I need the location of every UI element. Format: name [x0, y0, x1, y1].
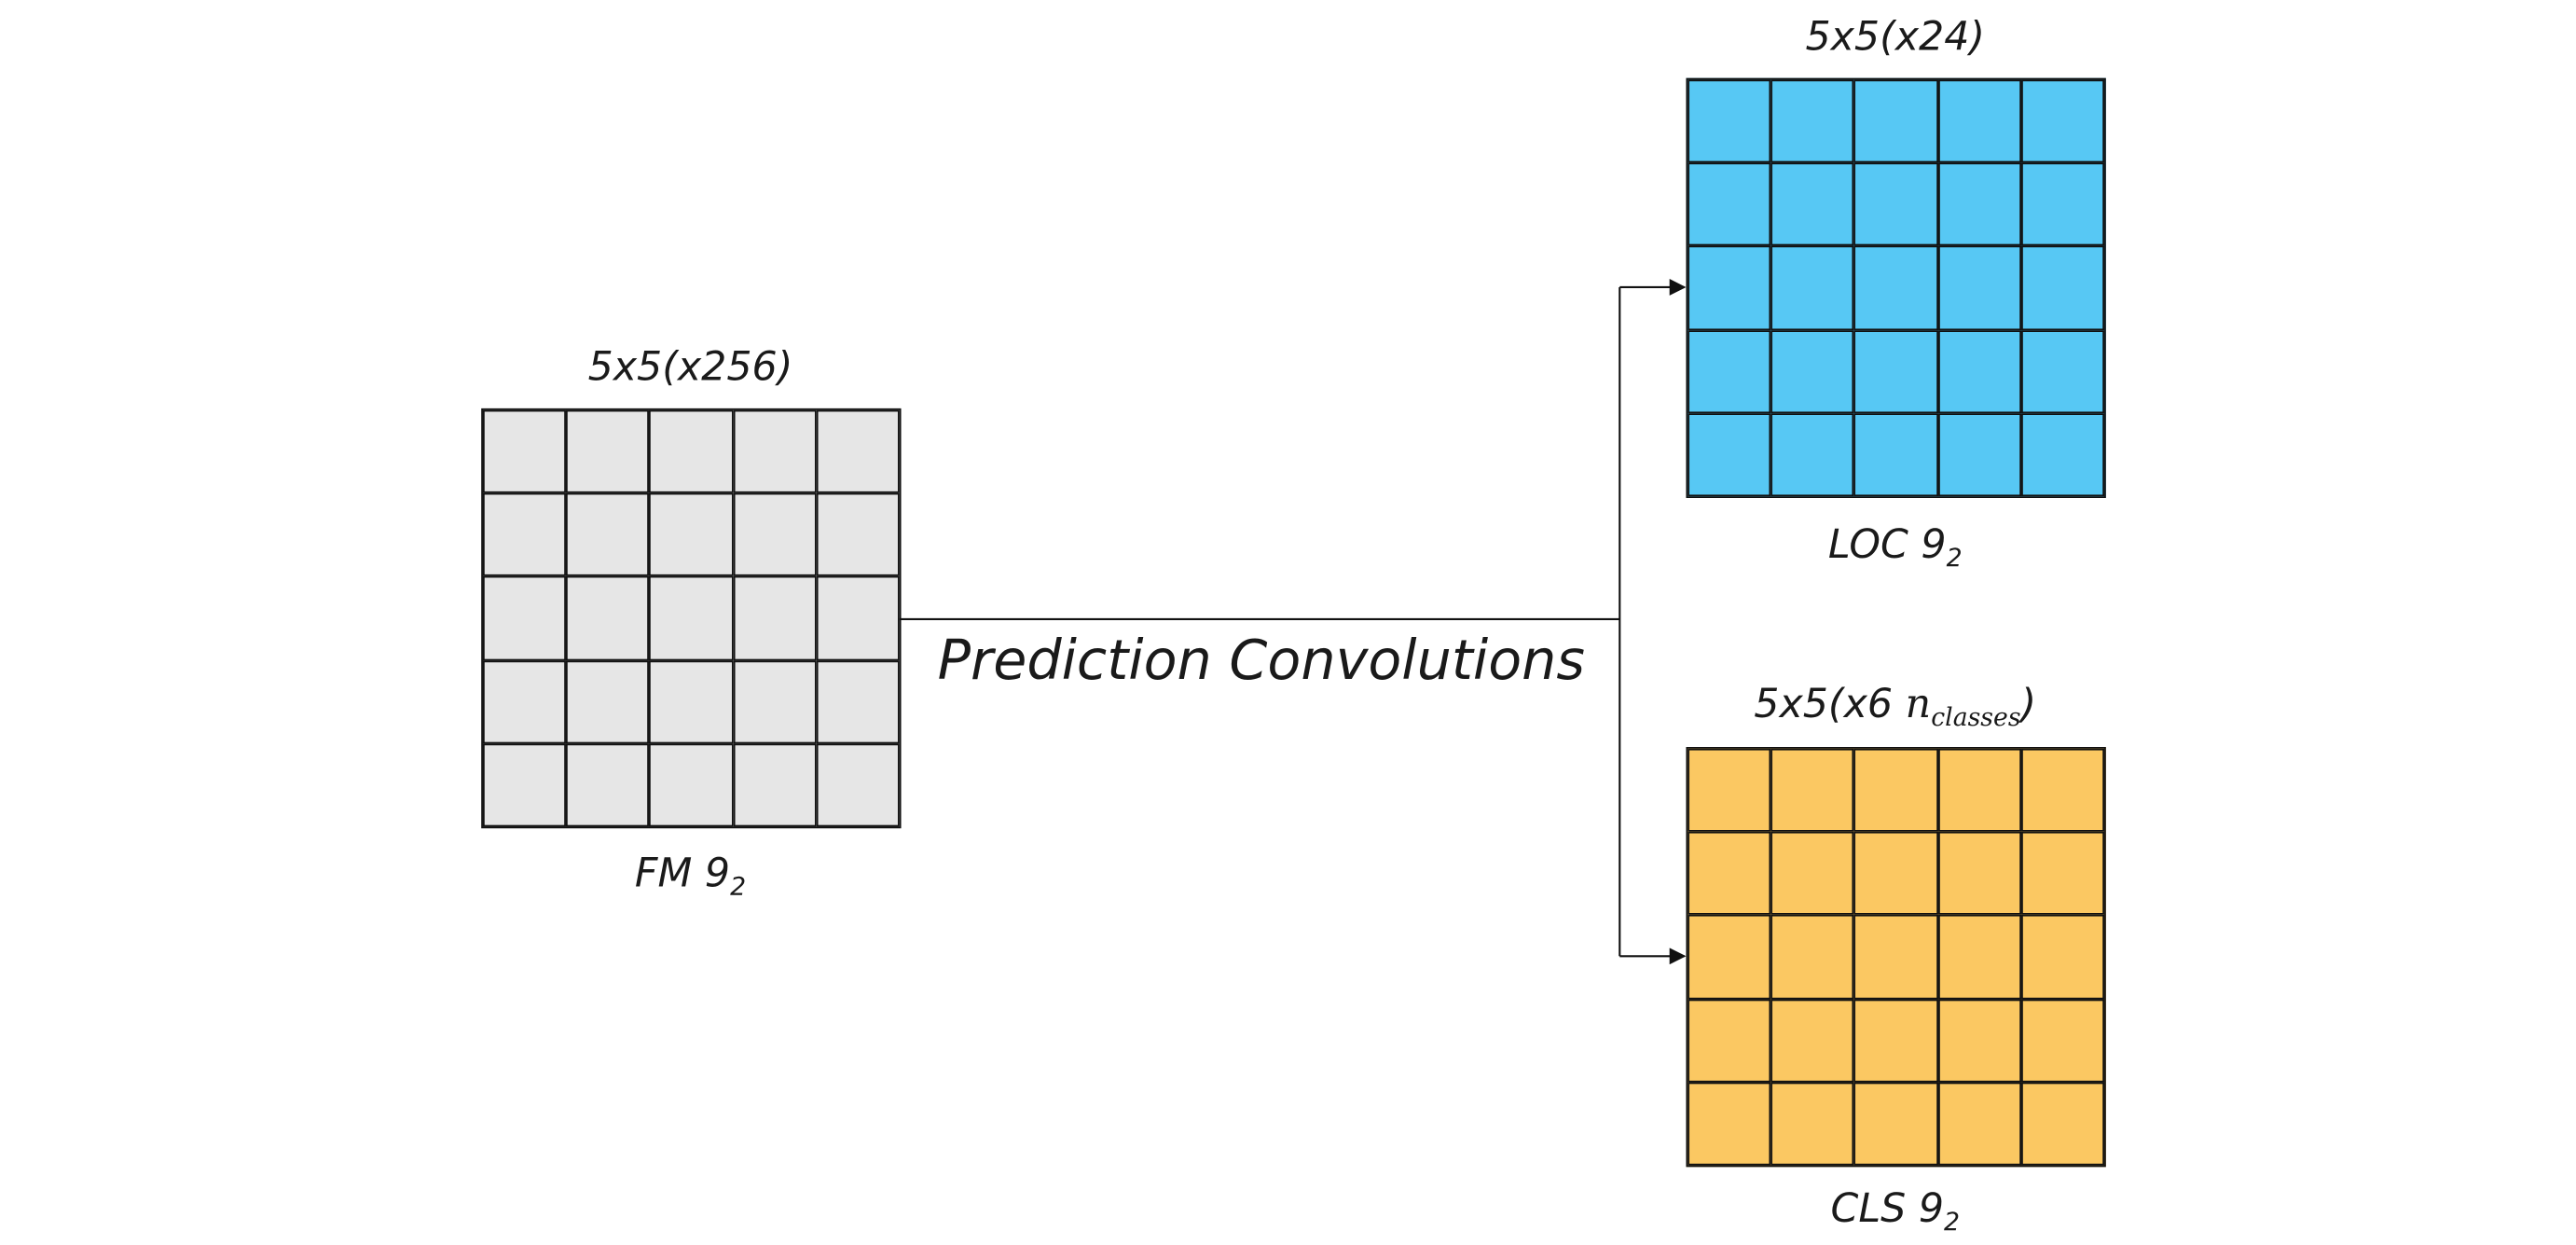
grid-cell [1687, 412, 1771, 497]
grid-cell [566, 409, 650, 493]
grid-cell [733, 743, 817, 827]
grid-cell [1770, 998, 1854, 1083]
grid-cell [2020, 832, 2105, 916]
cls-shape-prefix: 5x5(x6 [1754, 680, 1906, 727]
loc-name-subscript: 2 [1946, 543, 1963, 574]
grid-cell [482, 409, 567, 493]
grid-cell [1687, 1082, 1771, 1166]
grid-cell [1770, 915, 1854, 999]
grid-cell [1937, 998, 2021, 1083]
grid-cell [1853, 1082, 1938, 1166]
grid-cell [1853, 832, 1938, 916]
grid-cell [1853, 246, 1938, 330]
cls-output-grid [1686, 747, 2106, 1168]
cls-shape-variable-subscript: classes [1931, 701, 2021, 732]
grid-cell [1687, 162, 1771, 247]
cls-name-subscript: 2 [1944, 1207, 1961, 1238]
grid-cell [733, 576, 817, 660]
grid-cell [649, 743, 734, 827]
grid-cell [1687, 998, 1771, 1083]
grid-cell [1937, 1082, 2021, 1166]
grid-cell [2020, 246, 2105, 330]
grid-cell [1770, 832, 1854, 916]
grid-cell [1853, 79, 1938, 163]
grid-cell [1687, 329, 1771, 413]
grid-cell [1853, 329, 1938, 413]
grid-cell [816, 576, 900, 660]
feature-map-name-subscript: 2 [730, 871, 747, 902]
prediction-convolutions-label: Prediction Convolutions [937, 627, 1585, 693]
grid-cell [2020, 329, 2105, 413]
grid-cell [1687, 79, 1771, 163]
grid-cell [1937, 79, 2021, 163]
grid-cell [1687, 915, 1771, 999]
grid-cell [482, 576, 567, 660]
grid-cell [2020, 162, 2105, 247]
loc-output-grid [1686, 77, 2106, 498]
grid-cell [649, 492, 734, 577]
grid-cell [649, 576, 734, 660]
grid-cell [2020, 1082, 2105, 1166]
grid-cell [566, 659, 650, 744]
grid-cell [816, 409, 900, 493]
grid-cell [1937, 162, 2021, 247]
loc-name-label: LOC 92 [1828, 524, 1963, 571]
grid-cell [2020, 998, 2105, 1083]
cls-name-main: CLS 9 [1830, 1184, 1945, 1232]
grid-cell [482, 743, 567, 827]
grid-cell [566, 492, 650, 577]
grid-cell [1770, 329, 1854, 413]
grid-cell [1853, 915, 1938, 999]
loc-shape-label: 5x5(x24) [1805, 13, 1986, 61]
loc-name-main: LOC 9 [1827, 520, 1947, 568]
grid-cell [2020, 915, 2105, 999]
cls-shape-variable: n [1905, 680, 1932, 727]
grid-cell [1937, 748, 2021, 833]
grid-cell [1770, 246, 1854, 330]
feature-map-name-main: FM 9 [634, 850, 731, 897]
grid-cell [482, 659, 567, 744]
grid-cell [1853, 998, 1938, 1083]
grid-cell [1770, 748, 1854, 833]
grid-cell [1853, 162, 1938, 247]
grid-cell [2020, 412, 2105, 497]
grid-cell [2020, 748, 2105, 833]
grid-cell [1687, 748, 1771, 833]
grid-cell [733, 409, 817, 493]
grid-cell [1937, 329, 2021, 413]
grid-cell [733, 492, 817, 577]
grid-cell [1770, 412, 1854, 497]
grid-cell [733, 659, 817, 744]
grid-cell [816, 659, 900, 744]
grid-cell [649, 409, 734, 493]
feature-map-shape-label: 5x5(x256) [587, 343, 793, 391]
grid-cell [816, 492, 900, 577]
feature-map-grid [481, 408, 902, 829]
grid-cell [1853, 412, 1938, 497]
grid-cell [1937, 412, 2021, 497]
cls-shape-label: 5x5(x6 nclasses) [1754, 684, 2036, 730]
grid-cell [816, 743, 900, 827]
grid-cell [649, 659, 734, 744]
grid-cell [1770, 1082, 1854, 1166]
cls-name-label: CLS 92 [1831, 1188, 1961, 1235]
cls-shape-suffix: ) [2020, 680, 2037, 727]
grid-cell [1937, 832, 2021, 916]
grid-cell [1687, 246, 1771, 330]
grid-cell [1770, 162, 1854, 247]
grid-cell [1937, 246, 2021, 330]
grid-cell [1937, 915, 2021, 999]
grid-cell [1853, 748, 1938, 833]
grid-cell [1770, 79, 1854, 163]
grid-cell [1687, 832, 1771, 916]
grid-cell [566, 576, 650, 660]
grid-cell [2020, 79, 2105, 163]
grid-cell [482, 492, 567, 577]
feature-map-name-label: FM 92 [635, 853, 746, 900]
grid-cell [566, 743, 650, 827]
